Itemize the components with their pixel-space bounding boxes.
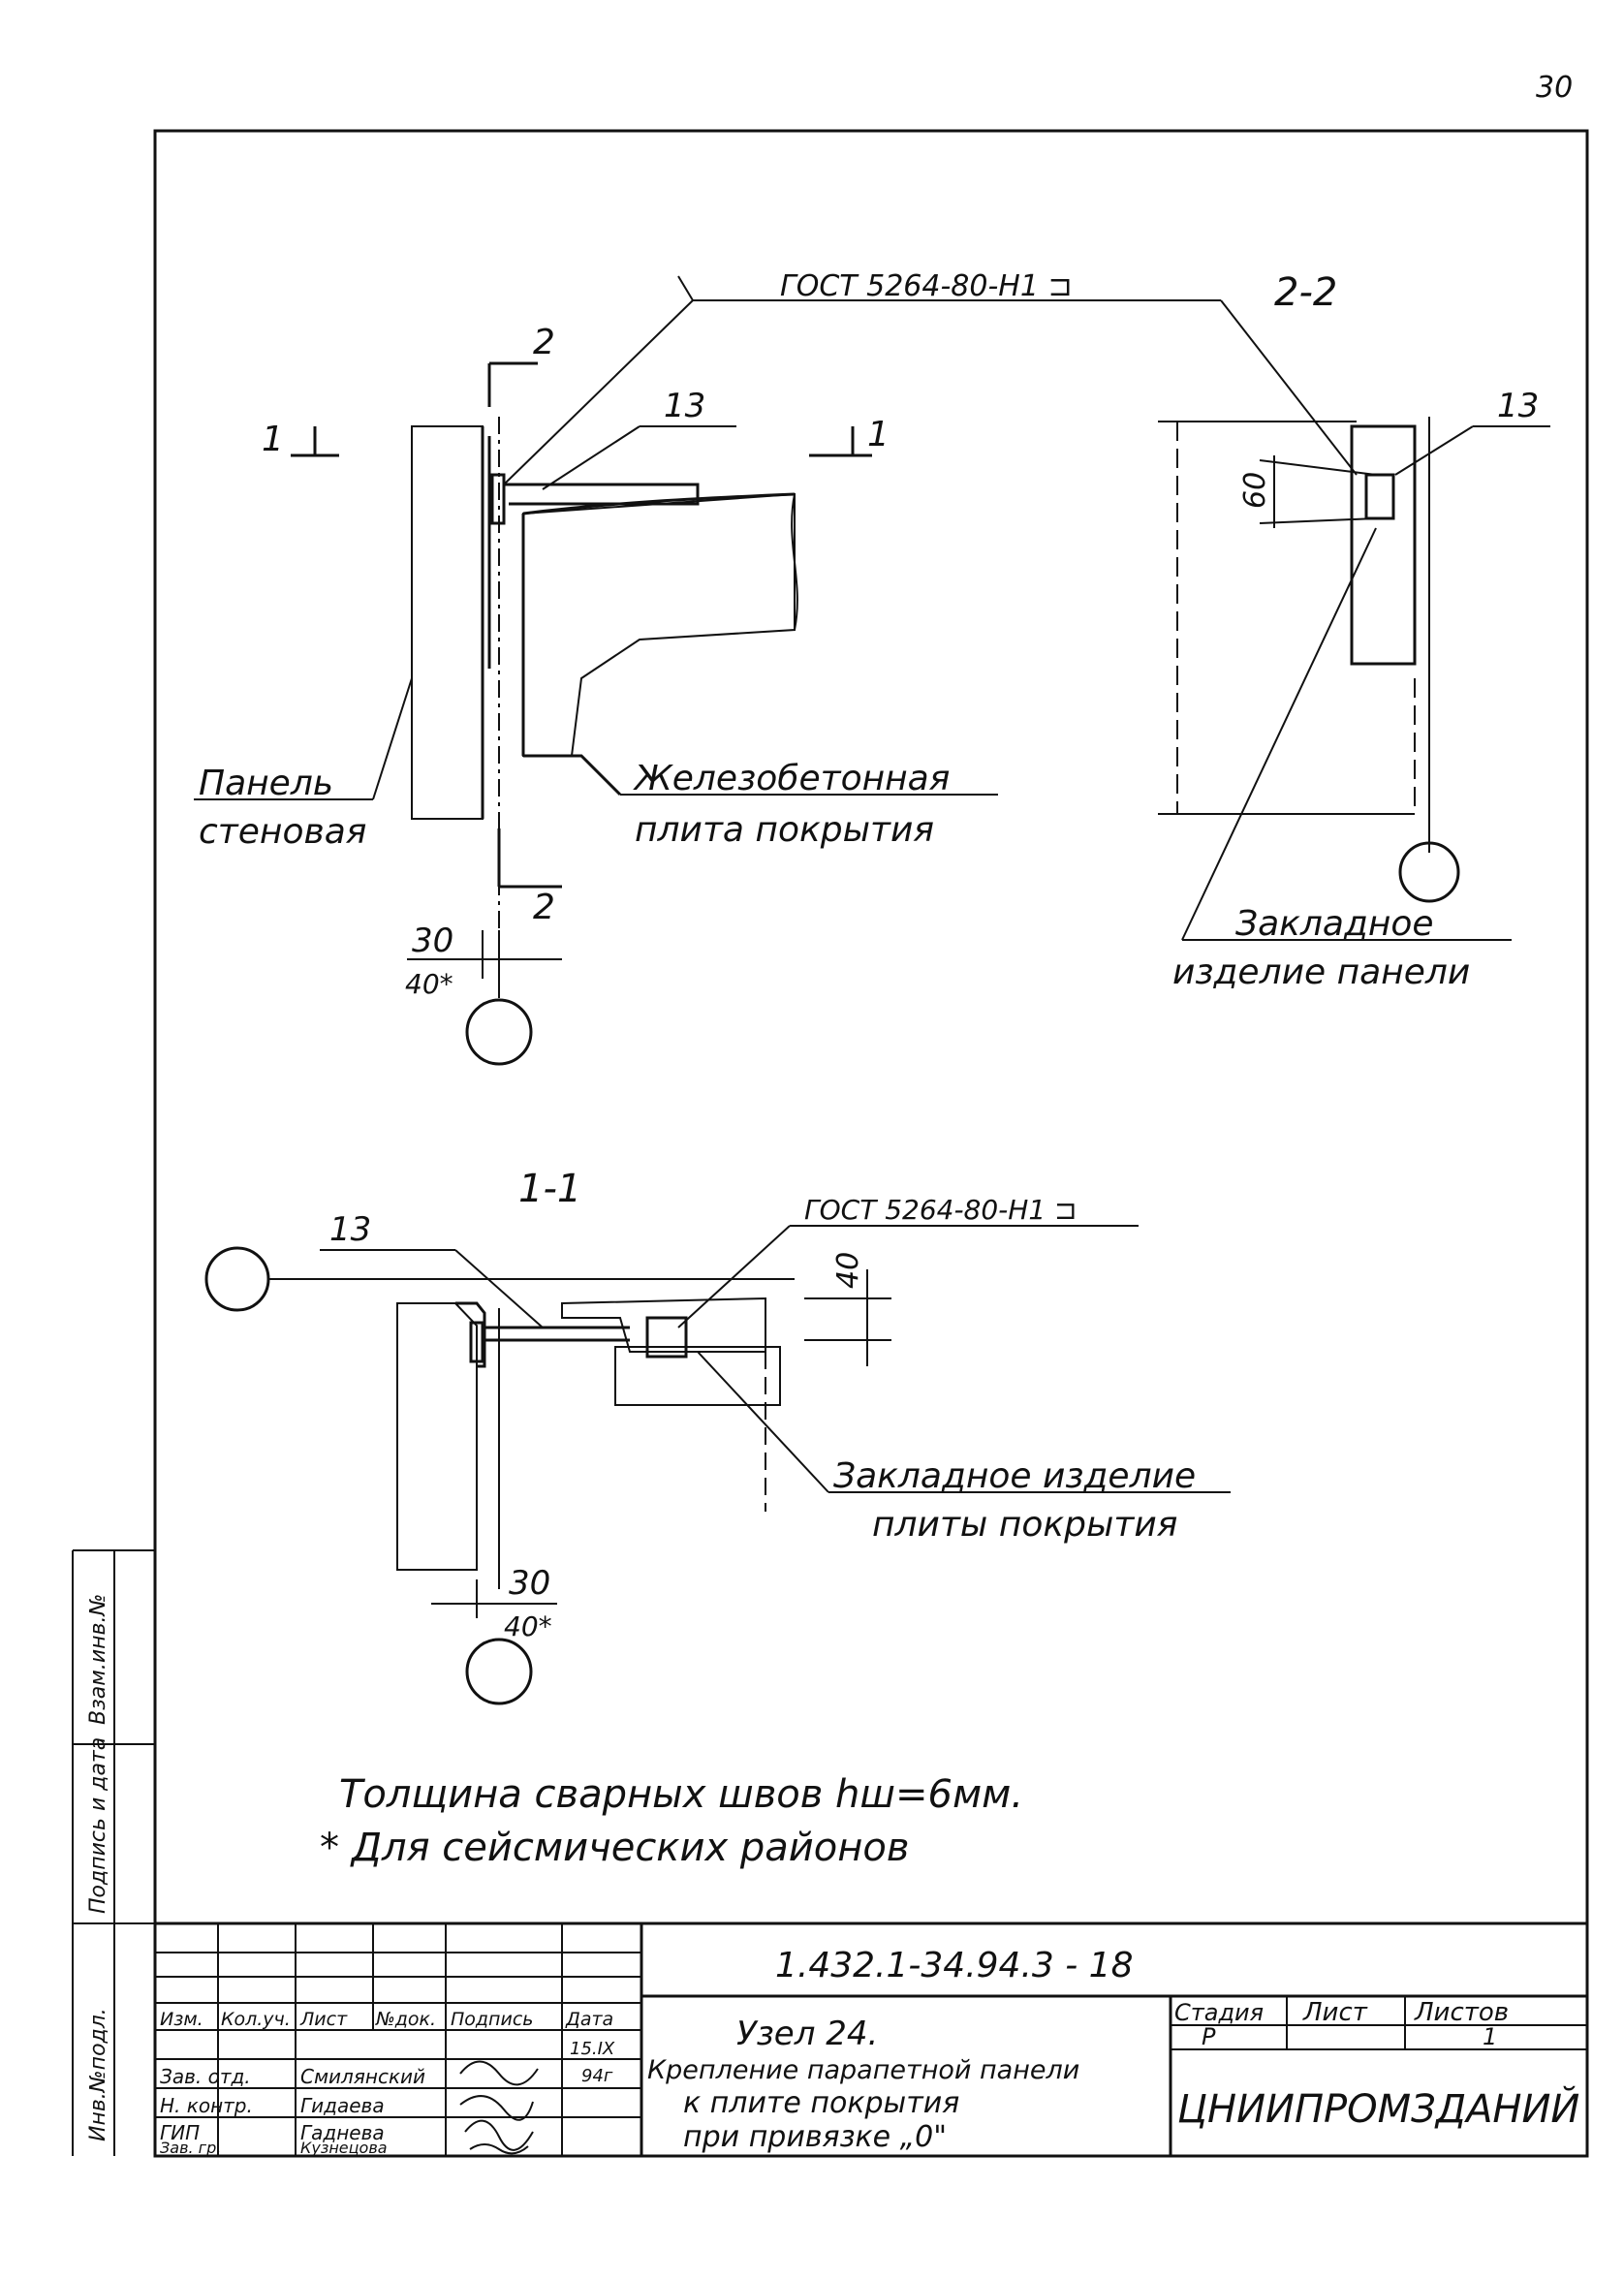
side-label: Взам.инв.№ — [86, 1594, 110, 1725]
role-cell: Зав. гр. — [160, 2139, 221, 2157]
section-title: 2-2 — [1274, 270, 1337, 315]
doc-code: 1.432.1-34.94.3 - 18 — [775, 1946, 1134, 1985]
connector-angle — [455, 1301, 486, 1368]
header-cell: Кол.уч. — [221, 2009, 291, 2030]
weld-plate — [490, 473, 506, 525]
role-cell: ГИП — [160, 2121, 200, 2144]
label-slab: плита покрытия — [635, 810, 934, 850]
title-line: Узел 24. — [736, 2015, 878, 2053]
label-emb-slab: Закладное изделие — [833, 1456, 1196, 1496]
signature — [464, 2119, 534, 2151]
label-emb-panel: изделие панели — [1172, 953, 1470, 992]
main-section: 1 1 2 2 13 ГОСТ 5264-80-Н1 ⊐ Панель стен… — [194, 269, 1221, 1066]
section-1-1: 1-1 13 ГОСТ 5264-80-Н1 ⊐ 40 Закладное из… — [204, 1167, 1231, 1705]
title-line: при привязке „0" — [683, 2120, 947, 2154]
wall-panel — [411, 425, 484, 820]
name-cell: Смилянский — [300, 2065, 425, 2088]
dimension: 40 — [831, 1252, 865, 1289]
stage-value: Р — [1202, 2023, 1216, 2050]
cut-label: 1 — [262, 420, 284, 459]
sheet-header: Лист — [1302, 1998, 1368, 2027]
signature — [469, 2143, 529, 2155]
embedded-part — [1364, 473, 1395, 520]
role-cell: Зав. отд. — [160, 2065, 251, 2088]
side-label: Подпись и дата — [86, 1737, 110, 1914]
note: * Для сейсмических районов — [320, 1826, 909, 1870]
cut-label: 2 — [533, 323, 555, 362]
name-cell: Гидаева — [300, 2094, 385, 2117]
role-cell: Н. контр. — [160, 2094, 253, 2117]
header-cell: Изм. — [160, 2009, 203, 2030]
dimension: 60 — [1238, 472, 1272, 509]
title-block: Изм. Кол.уч. Лист №док. Подпись Дата Зав… — [153, 1922, 1589, 2158]
dimension: 40* — [504, 1610, 552, 1642]
signature — [459, 2060, 539, 2086]
organization: ЦНИИПРОМЗДАНИЙ — [1177, 2085, 1579, 2132]
dimension: 30 — [509, 1564, 550, 1603]
header-cell: Лист — [299, 2009, 348, 2030]
slab-body — [614, 1346, 781, 1406]
dimension: 40* — [405, 968, 453, 1000]
signature — [459, 2095, 534, 2121]
roof-slab — [522, 492, 796, 757]
axis-bubble — [465, 998, 533, 1066]
page-number: 30 — [1536, 71, 1573, 105]
section-title: 1-1 — [518, 1167, 581, 1211]
leader-13 — [542, 425, 640, 490]
label-slab: Железобетонная — [633, 759, 950, 798]
label-emb-panel: Закладное — [1235, 904, 1434, 944]
sheets-value: 1 — [1483, 2023, 1497, 2050]
embedded-part — [645, 1316, 688, 1359]
header-cell: Подпись — [451, 2009, 533, 2030]
axis-bubble — [1398, 841, 1460, 903]
weld-spec: ГОСТ 5264-80-Н1 ⊐ — [780, 269, 1073, 303]
date-cell: 94г — [581, 2066, 613, 2086]
position-label: 13 — [329, 1210, 371, 1249]
header-cell: №док. — [375, 2009, 436, 2030]
panel-edge — [1350, 424, 1417, 666]
wall-panel — [396, 1302, 478, 1571]
cut-label: 2 — [533, 888, 555, 927]
date-cell: 15.IX — [570, 2039, 615, 2059]
weld-spec: ГОСТ 5264-80-Н1 ⊐ — [804, 1194, 1077, 1226]
section-2-2: 2-2 60 13 Закладное изделие панели — [1158, 270, 1550, 992]
axis-bubble — [204, 1246, 270, 1312]
title-line: к плите покрытия — [683, 2086, 959, 2120]
header-cell: Дата — [565, 2009, 613, 2030]
stage-header: Стадия — [1174, 1999, 1264, 2026]
axis-bubble — [465, 1638, 533, 1705]
title-line: Крепление парапетной панели — [647, 2055, 1079, 2085]
side-label: Инв.№подл. — [86, 2008, 110, 2141]
cut-label: 1 — [867, 415, 890, 454]
label-panel: стеновая — [199, 812, 366, 852]
name-cell: Кузнецова — [300, 2139, 388, 2157]
position-label: 13 — [1497, 387, 1539, 425]
sheets-header: Листов — [1414, 1998, 1509, 2027]
dimension: 30 — [412, 922, 453, 960]
label-panel: Панель — [199, 764, 333, 803]
label-emb-slab: плиты покрытия — [872, 1505, 1177, 1545]
position-label: 13 — [664, 387, 705, 425]
note: Толщина сварных швов hш=6мм. — [339, 1772, 1023, 1817]
slab-top — [561, 1297, 766, 1353]
name-cell: Гаднева — [300, 2121, 385, 2144]
